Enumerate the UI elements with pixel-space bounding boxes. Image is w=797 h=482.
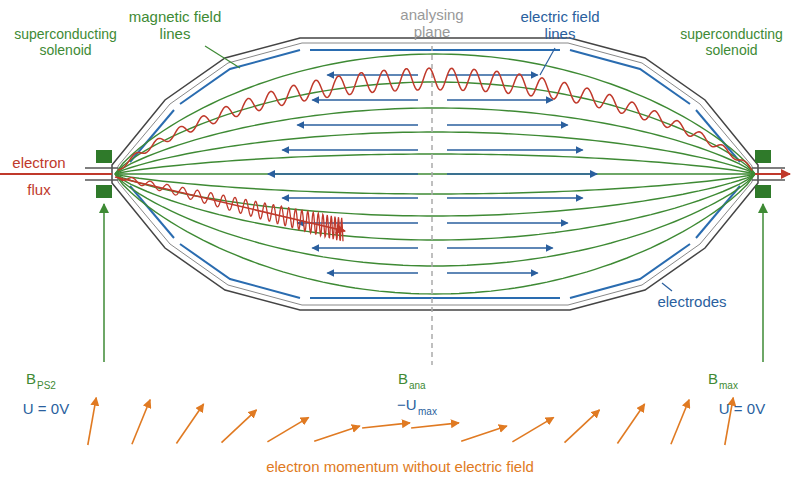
momentum-arrow [617, 404, 644, 444]
field-arrow [282, 149, 418, 151]
momentum-arrow [314, 426, 360, 441]
momentum-arrow [88, 398, 96, 445]
subscript: max [719, 380, 738, 392]
momentum-arrow [132, 400, 150, 444]
field-line [115, 154, 755, 174]
subscript: max [418, 406, 437, 418]
field-arrow [447, 247, 553, 249]
field-arrow [447, 197, 583, 199]
field-symbol: B [708, 370, 718, 387]
field-arrow [297, 124, 418, 126]
magnetic-field-lines [115, 54, 755, 294]
electron-beam [755, 173, 790, 175]
field-arrow [447, 99, 553, 101]
field-arrow [447, 149, 583, 151]
leader-line [540, 48, 555, 75]
field-arrow [327, 272, 418, 274]
momentum-arrow [176, 404, 203, 444]
field-symbol: B [398, 370, 408, 387]
flux-label: electron flux [3, 149, 75, 203]
field-arrow [327, 74, 418, 76]
field-line [115, 174, 755, 216]
solenoid-label: superconducting solenoid [669, 26, 794, 58]
spiral-path [118, 68, 752, 171]
field-label: magnetic field lines [128, 8, 223, 43]
field-arrow [447, 222, 568, 224]
plane-label: analysing plane [390, 6, 475, 41]
caption-label: electron momentum without electric field [266, 458, 534, 475]
field-line [115, 132, 755, 174]
field-line [115, 173, 755, 174]
indicator-arrow [103, 204, 105, 362]
potential-label: U = 0V [23, 400, 69, 417]
field-arrow [268, 173, 418, 175]
leader-line [205, 46, 240, 68]
field-symbol: B [26, 370, 36, 387]
field-line [115, 108, 755, 174]
momentum-arrow [222, 410, 257, 443]
solenoid-label: superconducting solenoid [3, 26, 128, 58]
field-line [115, 174, 755, 240]
subscript: ana [409, 380, 426, 392]
potential-label: −U [397, 396, 417, 413]
beam-pipe [85, 168, 785, 180]
field-line [115, 174, 755, 294]
momentum-arrow [671, 400, 689, 444]
field-line [115, 174, 755, 194]
electron-trajectory [118, 68, 752, 241]
field-arrow [282, 197, 418, 199]
leader-line [662, 283, 672, 291]
momentum-arrow [461, 426, 507, 441]
field-arrow [312, 247, 418, 249]
field-arrow [447, 173, 597, 175]
field-arrow [447, 74, 538, 76]
indicator-arrow [762, 204, 764, 362]
field-line [115, 174, 755, 266]
analysing-plane-line [431, 46, 433, 365]
field-line [115, 82, 755, 174]
electron-reflected-line [115, 177, 345, 231]
momentum-arrow [267, 417, 308, 442]
vessel-wall [112, 38, 758, 310]
momentum-arrow [411, 423, 459, 428]
field-arrow [312, 99, 418, 101]
field-line [115, 54, 755, 174]
field-arrow [447, 272, 538, 274]
electron-beam [0, 173, 112, 175]
field-label: electric field lines [515, 8, 605, 43]
spiral-path [118, 177, 343, 241]
subscript: PS2 [37, 380, 56, 392]
potential-label: U = 0V [719, 400, 765, 417]
momentum-arrow [565, 410, 600, 443]
field-arrow [447, 124, 568, 126]
momentum-arrow [512, 417, 553, 442]
electrodes-label: electrodes [657, 293, 726, 310]
momentum-arrow [362, 423, 410, 428]
